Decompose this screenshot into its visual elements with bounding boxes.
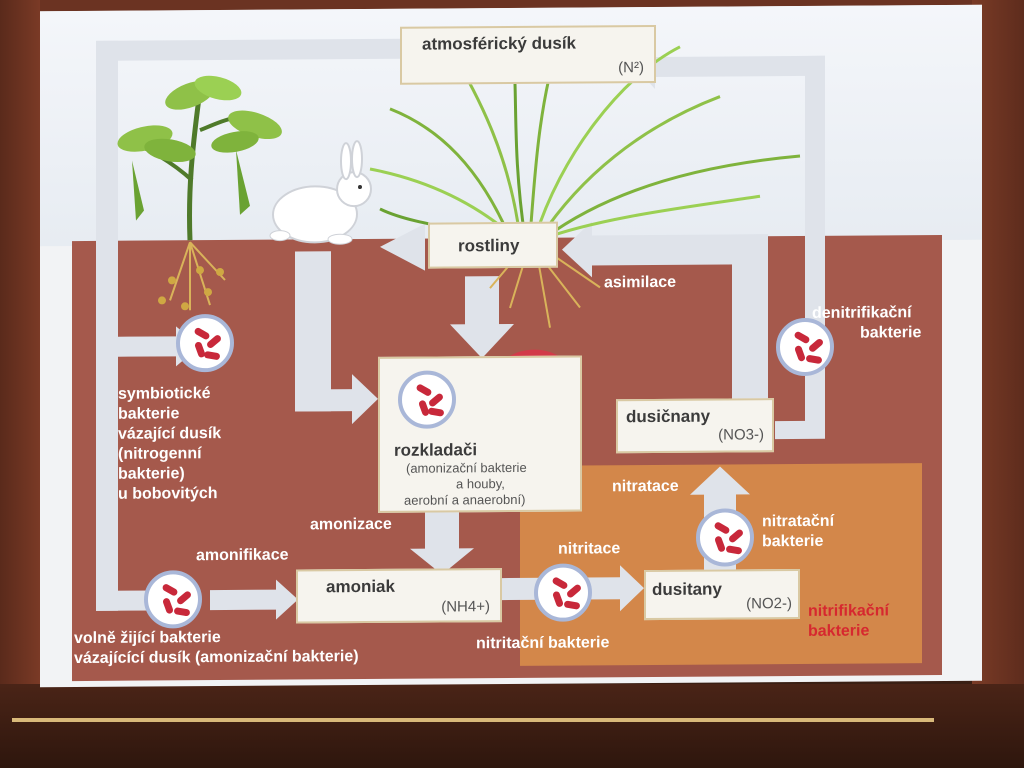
- atmospheric-nitrogen-label: atmosférický dusík: [422, 33, 577, 54]
- symbiotic-label-3: vázající dusík: [118, 425, 222, 443]
- atmospheric-nitrogen-box: atmosférický dusík (N²): [400, 24, 656, 85]
- nitriting-bacteria-label: nitritační bakterie: [476, 634, 610, 653]
- bacteria-icon-nitriting: [534, 563, 592, 622]
- arrow-to-plants: [588, 234, 768, 266]
- arrow-path-left: [96, 40, 118, 611]
- nitrating-bacteria-label-2: bakterie: [762, 532, 824, 551]
- plants-label: rostliny: [458, 235, 520, 256]
- symbiotic-label-6: u bobovitých: [118, 485, 218, 503]
- plant-legume-icon: [117, 75, 282, 311]
- arrow-head-ammonia: [276, 579, 298, 620]
- decomposers-detail-3: aerobní a anaerobní): [404, 491, 526, 508]
- nitrites-label: dusitany: [652, 579, 722, 600]
- projection-screen: atmosférický dusík (N²) rostliny rozklad…: [40, 4, 982, 688]
- bacteria-icon-free-living: [144, 570, 202, 629]
- nitrates-label: dusičnany: [626, 406, 711, 427]
- ammonification-label: amonifikace: [196, 546, 289, 565]
- room-floor: [0, 684, 1024, 768]
- whiteboard-rail: [12, 718, 934, 722]
- arrow-to-ammonia: [210, 589, 280, 611]
- denitrifying-label-1: denitrifikační: [812, 304, 912, 322]
- nitrates-box: dusičnany (NO3-): [616, 398, 774, 454]
- decomposers-detail-2: a houby,: [456, 476, 505, 492]
- arrow-path-right: [805, 55, 825, 436]
- arrow-plants-down: [465, 276, 499, 327]
- nitrifying-bacteria-label-1: nitrifikační: [808, 602, 889, 620]
- arrow-path-top-right: [655, 55, 825, 77]
- arrow-path-nitrates-right: [775, 420, 825, 440]
- rabbit-icon: [269, 140, 372, 245]
- bacteria-icon-symbiotic: [176, 313, 234, 373]
- symbiotic-label-4: (nitrogenní: [118, 445, 202, 463]
- free-living-label-1: volně žijící bakterie: [74, 629, 221, 648]
- arrow-head-plants-down: [450, 323, 514, 359]
- decomposers-detail-1: (amonizační bakterie: [406, 459, 527, 476]
- decomposers-label: rozkladači: [394, 440, 478, 460]
- bacteria-icon-nitrating: [696, 508, 754, 567]
- bacteria-icon-decomposers: [398, 370, 456, 429]
- arrow-head-decomposers: [352, 374, 378, 425]
- symbiotic-label-1: symbiotické: [118, 385, 211, 403]
- nitrification-process-label: nitratace: [612, 477, 679, 496]
- ammonia-box: amoniak (NH4+): [296, 568, 502, 624]
- arrow-rabbit-right: [295, 389, 355, 412]
- plants-box: rostliny: [428, 221, 558, 269]
- arrow-head-decomposers-down: [410, 548, 474, 575]
- arrow-nitrates-up: [732, 234, 768, 407]
- arrow-to-symbiotic: [118, 336, 178, 357]
- arrow-bottom-left: [96, 590, 156, 611]
- nitrates-formula: (NO3-): [718, 426, 764, 444]
- arrow-decomposers-down: [425, 508, 459, 551]
- arrow-head-nitrates: [690, 466, 750, 495]
- nitrifying-bacteria-label-2: bakterie: [808, 622, 870, 640]
- nitrating-bacteria-label-1: nitratační: [762, 512, 835, 531]
- arrow-head-nitrites: [620, 565, 644, 612]
- nitritation-process-label: nitritace: [558, 540, 621, 558]
- denitrifying-label-2: bakterie: [860, 324, 922, 342]
- room-wall-left: [0, 0, 40, 690]
- ammonia-label: amoniak: [326, 576, 395, 597]
- symbiotic-label-5: bakterie): [118, 465, 185, 483]
- arrow-rabbit-down: [295, 251, 331, 412]
- arrow-path-top-left: [96, 38, 402, 61]
- arrow-head-to-plants: [562, 221, 592, 278]
- atmospheric-nitrogen-formula: (N²): [618, 59, 644, 77]
- arrow-head-plants-to-rabbit: [380, 223, 425, 271]
- assimilation-label: asimilace: [604, 273, 677, 292]
- nitrites-box: dusitany (NO2-): [644, 568, 800, 621]
- ammonization-label: amonizace: [310, 515, 392, 534]
- free-living-label-2: vázajícící dusík (amonizační bakterie): [74, 648, 359, 668]
- symbiotic-label-2: bakterie: [118, 405, 180, 423]
- bacteria-icon-denitrifying: [776, 317, 834, 377]
- ammonia-formula: (NH4+): [441, 598, 490, 616]
- nitrites-formula: (NO2-): [746, 595, 792, 613]
